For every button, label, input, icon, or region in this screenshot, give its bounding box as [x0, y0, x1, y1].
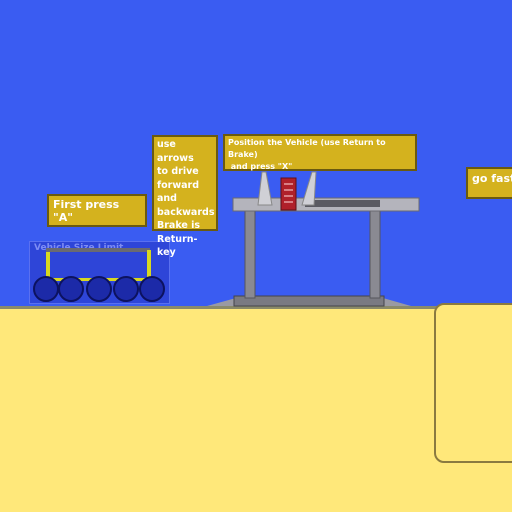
- vehicle-right-pillar: [147, 250, 151, 280]
- stand-leg-right: [369, 209, 381, 299]
- sign-controls-line: backwards: [157, 206, 215, 218]
- sign-first-press: First press "A": [47, 194, 147, 227]
- sign-go-fast-text: go fast: [472, 172, 512, 185]
- sign-first-press-text: First press "A": [53, 198, 120, 224]
- sign-position-line2: and press "X": [228, 162, 293, 171]
- vehicle-wheel: [86, 276, 112, 302]
- terrain-block: [434, 303, 512, 463]
- sign-controls: use arrows to drive forward and backward…: [152, 135, 218, 258]
- stand-leg-left: [244, 209, 256, 299]
- stand-clamp-right: [301, 171, 317, 206]
- sign-controls-line: use arrows: [157, 139, 194, 164]
- vehicle-wheel: [113, 276, 139, 302]
- vehicle-wheel: [33, 276, 59, 302]
- stand-clamp-left: [257, 171, 273, 206]
- stand-base: [233, 295, 385, 307]
- sign-controls-line: forward: [157, 179, 200, 191]
- ground-edge: [0, 306, 512, 309]
- sign-controls-line: to drive: [157, 166, 199, 177]
- vehicle-left-pillar: [46, 252, 50, 280]
- vehicle-chassis: [46, 248, 150, 252]
- vehicle-wheel: [58, 276, 84, 302]
- sign-position-line1: Position the Vehicle (use Return to Brak…: [228, 138, 386, 159]
- stand-rail: [305, 200, 380, 207]
- stand-base-ramp-left: [207, 298, 236, 306]
- ground: [0, 308, 512, 512]
- sign-controls-line: Return-key: [157, 233, 198, 259]
- sign-go-fast: go fast: [466, 167, 512, 199]
- sign-controls-line: and: [157, 193, 177, 204]
- stand-base-ramp-right: [383, 298, 411, 306]
- brake-block: [280, 177, 297, 211]
- sign-controls-line: Brake is: [157, 220, 201, 231]
- vehicle-wheel: [139, 276, 165, 302]
- sign-position-vehicle: Position the Vehicle (use Return to Brak…: [223, 134, 417, 171]
